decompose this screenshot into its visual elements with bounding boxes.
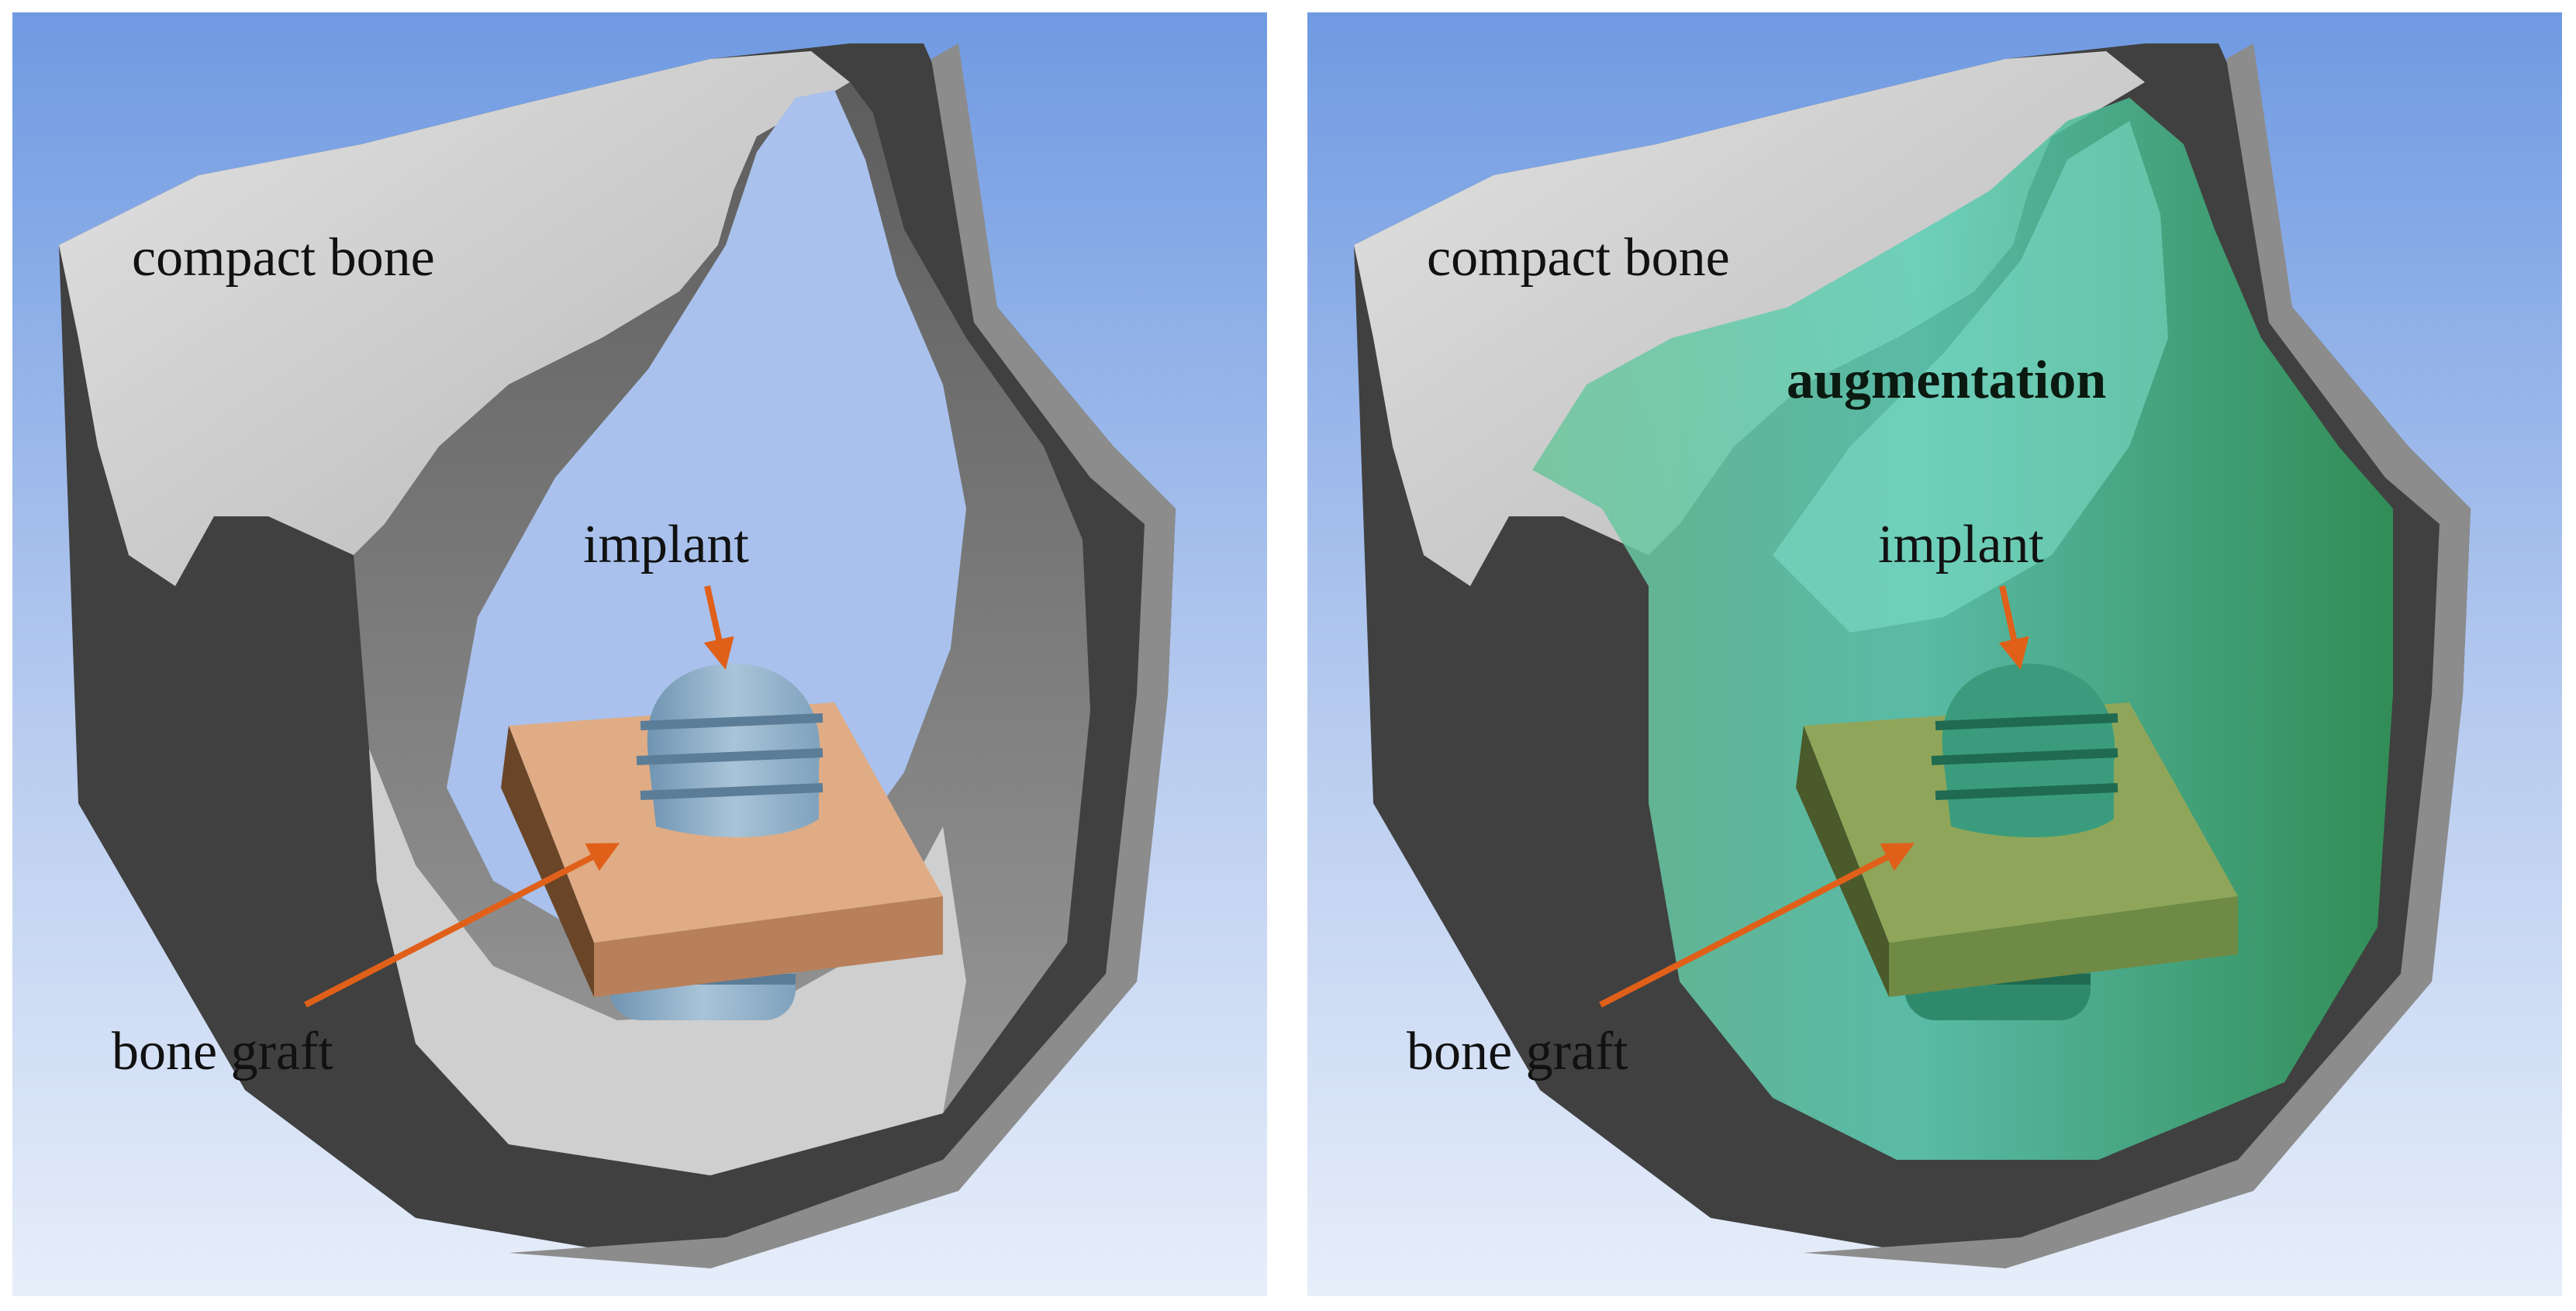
implant-upper-part bbox=[1931, 664, 2118, 837]
augmentation-highlight bbox=[1773, 121, 2168, 633]
label-bone-graft: bone graft bbox=[112, 1022, 333, 1082]
bone-rim bbox=[1804, 43, 2471, 1268]
cavity-floor bbox=[369, 749, 966, 1175]
panel-with-augmentation: compact bone augmentation implant bone g… bbox=[1307, 12, 2562, 1296]
bone-model-with-augmentation-illustration bbox=[1307, 12, 2562, 1296]
label-compact-bone: compact bone bbox=[1427, 228, 1730, 288]
label-augmentation: augmentation bbox=[1787, 350, 2107, 410]
label-bone-graft: bone graft bbox=[1407, 1022, 1628, 1082]
implant-arrow bbox=[1998, 585, 2029, 670]
compact-bone-surface bbox=[59, 51, 850, 586]
implant-arrow bbox=[703, 585, 734, 670]
bone-rim bbox=[509, 43, 1176, 1268]
panel-without-augmentation: compact bone implant bone graft bbox=[12, 12, 1267, 1296]
implant-upper-part bbox=[636, 664, 824, 837]
label-implant: implant bbox=[1878, 515, 2044, 574]
bone-graft-arrow bbox=[1599, 843, 1915, 1008]
bone-model-illustration bbox=[12, 12, 1267, 1296]
label-implant: implant bbox=[583, 515, 749, 574]
bone-graft-arrow bbox=[304, 843, 620, 1008]
label-compact-bone: compact bone bbox=[132, 228, 435, 288]
